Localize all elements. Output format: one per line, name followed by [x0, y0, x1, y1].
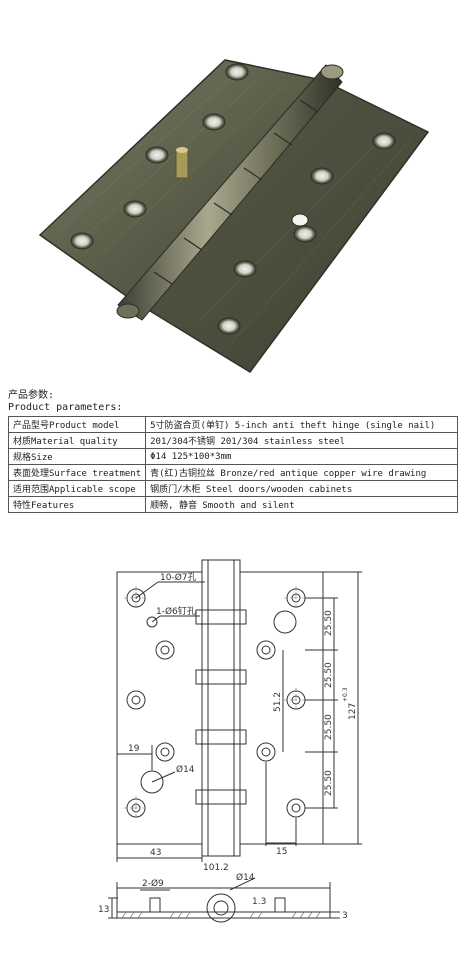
spec-key: 规格Size: [7, 448, 147, 465]
hinge-photo: [38, 59, 430, 373]
technical-drawing: 10-Ø7孔 1-Ø6钉孔 Ø14 19 43 15 25.50 25.50 2…: [98, 559, 362, 923]
bottom-diameter-label: Ø14: [236, 872, 255, 883]
spec-value: 顺畅, 静音 Smooth and silent: [145, 496, 458, 513]
params-title-cn: 产品参数:: [8, 390, 55, 401]
spec-value: 5寸防盗合页(单钉) 5-inch anti theft hinge (sing…: [145, 416, 458, 433]
barrel-outline: [201, 559, 241, 857]
dim-101-2: 101.2: [203, 863, 229, 873]
params-title-en: Product parameters:: [8, 402, 123, 413]
dim-1-3: 1.3: [252, 897, 266, 907]
spec-key: 产品型号Product model: [7, 416, 147, 433]
pin-hole-label: 1-Ø6钉孔: [156, 606, 196, 617]
dim-127: 127: [348, 703, 358, 720]
dim-127-tolerance: +0.3: [342, 687, 349, 702]
spec-key: 材质Material quality: [7, 432, 147, 449]
holes-label: 10-Ø7孔: [160, 572, 197, 583]
dim-25-50-b: 25.50: [324, 662, 334, 688]
spec-value: 青(红)古铜拉丝 Bronze/red antique copper wire …: [145, 464, 458, 481]
dim-25-50-d: 25.50: [324, 770, 334, 796]
knuckle-diameter-label: Ø14: [176, 764, 195, 775]
dim-2-d9: 2-Ø9: [142, 878, 164, 889]
dim-3: 3: [342, 911, 348, 921]
dim-25-50-c: 25.50: [324, 714, 334, 740]
spec-key: 特性Features: [7, 496, 147, 513]
spec-value: 201/304不锈钢 201/304 stainless steel: [145, 432, 458, 449]
spec-value: 钢质门/木柜 Steel doors/wooden cabinets: [145, 480, 458, 497]
dim-43: 43: [150, 848, 161, 858]
spec-key: 表面处理Surface treatment: [7, 464, 147, 481]
dim-13: 13: [98, 905, 109, 915]
dim-19: 19: [128, 744, 140, 754]
spec-value: Φ14 125*100*3mm: [145, 448, 458, 465]
dim-51-2: 51.2: [273, 692, 283, 712]
dim-15: 15: [276, 847, 287, 857]
spec-key: 适用范围Applicable scope: [7, 480, 147, 497]
dim-25-50-a: 25.50: [324, 610, 334, 636]
left-holes: [126, 588, 175, 818]
